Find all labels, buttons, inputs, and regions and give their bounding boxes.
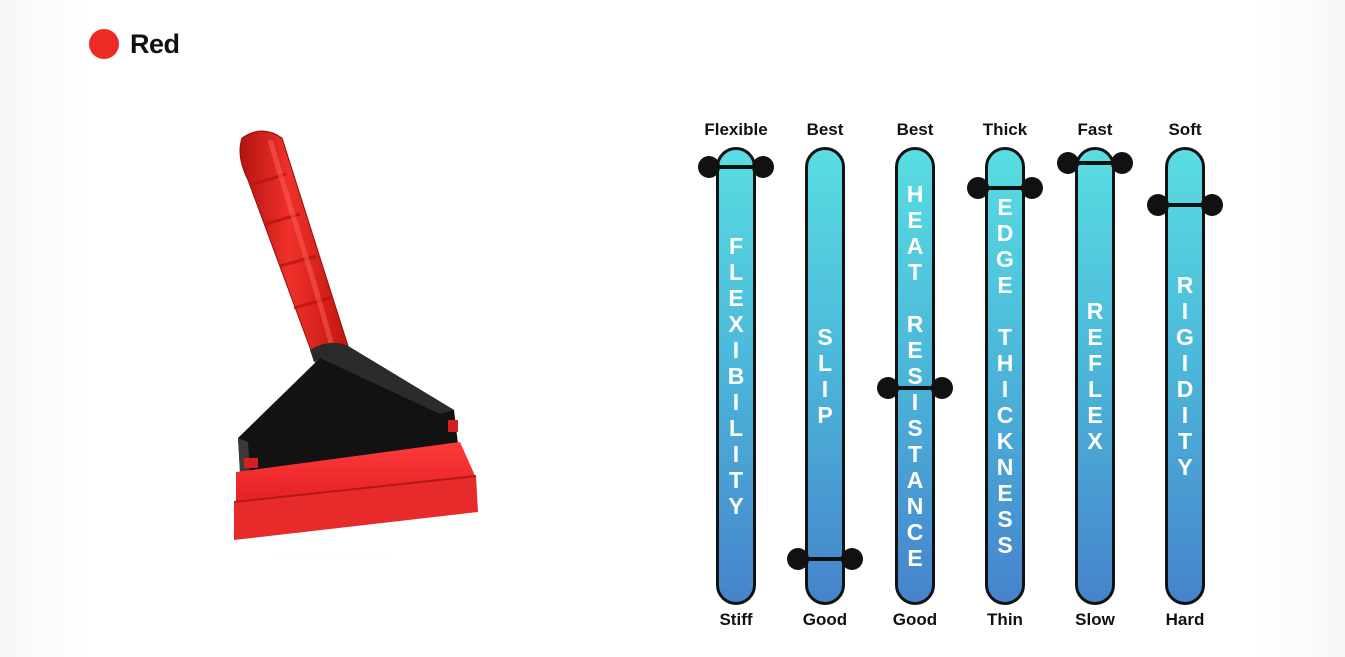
marker-knob-icon — [1021, 177, 1043, 200]
gauge-bottom-label-flexibility: Stiff — [719, 610, 753, 629]
gauge-label-heat-resistance: HEAT RESISTANCE — [902, 181, 928, 571]
gauge-label-rigidity: RIGIDITY — [1172, 272, 1198, 480]
gauge-tube-edge-thickness: EDGE THICKNESS — [985, 147, 1025, 605]
red-squeegee-product-image — [225, 130, 478, 560]
gauge-tube-reflex: REFLEX — [1075, 147, 1115, 605]
red-color-dot-icon — [89, 29, 119, 59]
gauge-top-label-rigidity: Soft — [1168, 120, 1202, 139]
marker-knob-icon — [841, 547, 863, 570]
gauge-tube-rigidity: RIGIDITY — [1165, 147, 1205, 605]
gauge-label-flexibility: FLEXIBILITY — [723, 233, 749, 519]
gauge-label-edge-thickness: EDGE THICKNESS — [992, 194, 1018, 558]
gauge-bottom-label-reflex: Slow — [1075, 610, 1115, 629]
gauge-bottom-label-slip: Good — [802, 610, 848, 629]
marker-knob-icon — [877, 377, 899, 400]
marker-knob-icon — [931, 377, 953, 400]
gauge-marker-flexibility — [698, 155, 774, 178]
marker-knob-icon — [1201, 194, 1223, 217]
gauge-label-reflex: REFLEX — [1082, 298, 1108, 454]
gauge-marker-edge-thickness — [967, 177, 1043, 200]
marker-knob-icon — [1147, 194, 1169, 217]
gauge-tube-flexibility: FLEXIBILITY — [716, 147, 756, 605]
gauge-marker-rigidity — [1147, 194, 1223, 217]
squeegee-head — [238, 346, 458, 472]
gauge-top-label-heat-resistance: Best — [896, 120, 934, 139]
gauge-top-label-slip: Best — [806, 120, 844, 139]
marker-knob-icon — [1057, 151, 1079, 174]
gauge-bottom-label-heat-resistance: Good — [892, 610, 938, 629]
gauge-tube-heat-resistance: HEAT RESISTANCE — [895, 147, 935, 605]
marker-knob-icon — [967, 177, 989, 200]
squeegee-handle — [239, 130, 349, 365]
gauge-bottom-label-rigidity: Hard — [1165, 610, 1205, 629]
gauge-tube-slip: SLIP — [805, 147, 845, 605]
marker-knob-icon — [1111, 151, 1133, 174]
squeegee-blade — [236, 442, 476, 506]
marker-knob-icon — [752, 155, 774, 178]
marker-knob-icon — [698, 155, 720, 178]
gauge-bottom-label-edge-thickness: Thin — [987, 610, 1023, 629]
gauge-label-slip: SLIP — [812, 324, 838, 428]
gauge-top-label-edge-thickness: Thick — [982, 120, 1028, 139]
gauge-marker-reflex — [1057, 151, 1133, 174]
gauge-top-label-reflex: Fast — [1077, 120, 1113, 139]
gauge-marker-slip — [787, 547, 863, 570]
marker-knob-icon — [787, 547, 809, 570]
gauge-marker-heat-resistance — [877, 377, 953, 400]
color-variant-label: Red — [130, 29, 180, 59]
gauge-top-label-flexibility: Flexible — [704, 120, 768, 139]
